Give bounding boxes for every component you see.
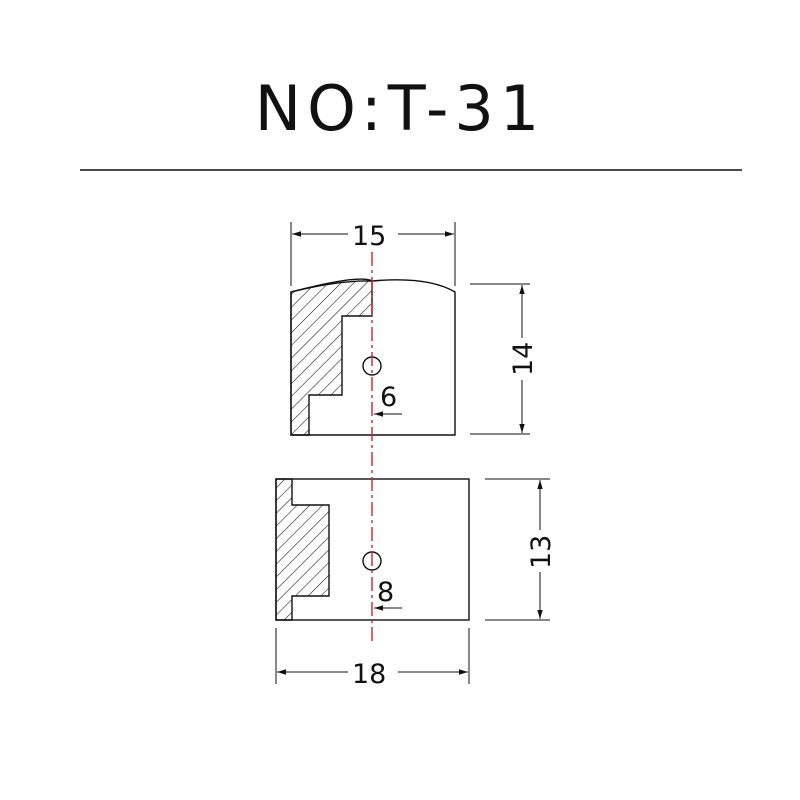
bottom-view-section-hatch [275,478,330,621]
top-view-hole-label: 6 [380,382,397,413]
bottom-view-height-label: 13 [526,535,557,569]
top-view-width-label: 15 [352,221,386,252]
part-number-title: NO:T-31 [254,72,546,145]
top-view: 6 15 14 [290,221,539,436]
bottom-view-width-label: 18 [352,659,386,690]
bottom-view-hole-label: 8 [377,577,394,608]
top-view-section-hatch [290,280,373,436]
bottom-view: 8 18 13 [275,478,557,690]
top-view-outline [290,278,456,436]
top-view-height-label: 14 [508,342,539,376]
